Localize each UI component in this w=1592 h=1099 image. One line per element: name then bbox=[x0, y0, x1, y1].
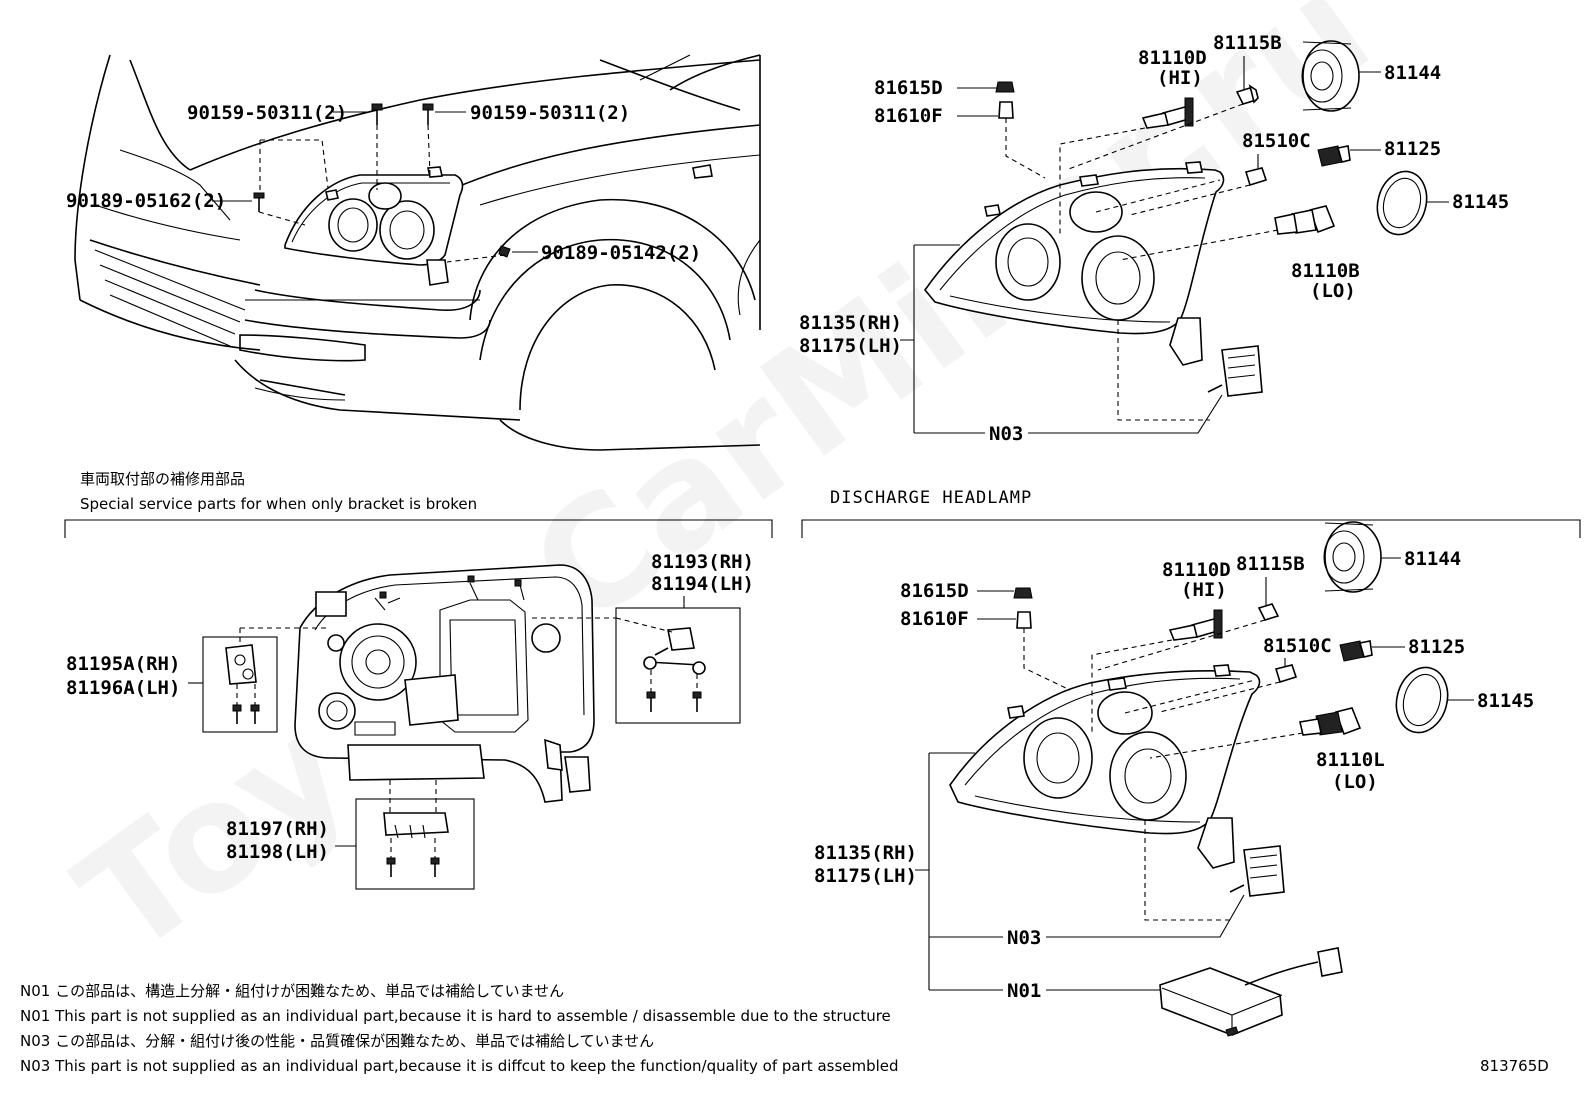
callout-81175-lh-top: 81175(LH) bbox=[799, 335, 902, 357]
callout-lo-top: (LO) bbox=[1310, 280, 1356, 302]
actuator-n03-discharge-icon bbox=[1229, 845, 1285, 897]
note-n01-jp: N01 この部品は、構造上分解・組付けが困難なため、単品では補給していません bbox=[20, 982, 564, 1000]
callout-81510c-discharge: 81510C bbox=[1263, 635, 1332, 657]
bracket-81193-icon bbox=[643, 627, 706, 712]
socket-81125-discharge-icon bbox=[1339, 640, 1373, 662]
bulb-81110d-icon bbox=[1141, 97, 1194, 129]
callout-81610f-top: 81610F bbox=[874, 105, 943, 127]
cover-81145-icon bbox=[1376, 170, 1428, 236]
callout-81195a-rh: 81195A(RH) bbox=[66, 653, 180, 675]
bracket-box-81193 bbox=[615, 607, 741, 724]
callout-81115b-discharge: 81115B bbox=[1236, 553, 1305, 575]
callout-81125-discharge: 81125 bbox=[1408, 636, 1465, 658]
callout-81144-top: 81144 bbox=[1384, 62, 1441, 84]
callout-81198-lh: 81198(LH) bbox=[226, 841, 329, 863]
bracket-box-81197 bbox=[355, 798, 475, 890]
discharge-headlamp-assembly bbox=[949, 521, 1449, 1037]
callout-81194-lh: 81194(LH) bbox=[651, 573, 754, 595]
cover-81145-discharge-icon bbox=[1395, 666, 1449, 734]
bulb-81510c-icon bbox=[1244, 167, 1268, 187]
cap-81144-discharge-icon bbox=[1323, 521, 1382, 593]
note-n03-jp: N03 この部品は、分解・組付け後の性能・品質確保が困難なため、単品では補給して… bbox=[20, 1032, 654, 1050]
socket-81125-icon bbox=[1317, 145, 1351, 167]
bracket-81197-icon bbox=[383, 812, 449, 877]
bulb-81110b-icon bbox=[1274, 205, 1336, 235]
callout-81175-lh-discharge: 81175(LH) bbox=[814, 865, 917, 887]
socket-81115b-discharge-icon bbox=[1257, 603, 1280, 621]
callout-81197-rh: 81197(RH) bbox=[226, 818, 329, 840]
callout-81110d-discharge: 81110D bbox=[1162, 559, 1231, 581]
callout-81135-rh-top: 81135(RH) bbox=[799, 312, 902, 334]
bracket-81195a-icon bbox=[225, 644, 260, 724]
headlamp-rear-view bbox=[294, 564, 595, 803]
callout-81144-discharge: 81144 bbox=[1404, 548, 1461, 570]
bracket-title-jp: 車両取付部の補修用部品 bbox=[80, 470, 245, 488]
callout-81145-top: 81145 bbox=[1452, 191, 1509, 213]
callout-81510c-top: 81510C bbox=[1242, 130, 1311, 152]
callout-90159-50311-right: 90159-50311(2) bbox=[470, 102, 630, 124]
callout-81110l: 81110L bbox=[1316, 749, 1385, 771]
callout-n01: N01 bbox=[1007, 980, 1041, 1002]
callout-90159-50311-left: 90159-50311(2) bbox=[187, 102, 347, 124]
discharge-section-frame bbox=[801, 519, 1581, 538]
callout-81196a-lh: 81196A(LH) bbox=[66, 677, 180, 699]
callout-81135-rh-discharge: 81135(RH) bbox=[814, 842, 917, 864]
callout-hi-discharge: (HI) bbox=[1181, 579, 1227, 601]
cap-81144-icon bbox=[1301, 40, 1360, 112]
bulb-81510c-discharge-icon bbox=[1274, 664, 1298, 684]
callout-81615d-discharge: 81615D bbox=[900, 580, 969, 602]
callout-81115b-top: 81115B bbox=[1213, 32, 1282, 54]
ballast-n01-icon bbox=[1159, 947, 1343, 1037]
car-front-illustration bbox=[74, 54, 761, 451]
bracket-section-frame bbox=[64, 519, 773, 538]
bulb-81110d-discharge-icon bbox=[1168, 609, 1223, 641]
callout-90189-05142: 90189-05142(2) bbox=[541, 242, 701, 264]
callout-81145-discharge: 81145 bbox=[1477, 690, 1534, 712]
callout-81193-rh: 81193(RH) bbox=[651, 551, 754, 573]
callout-n03-top: N03 bbox=[989, 423, 1023, 445]
halogen-headlamp-assembly bbox=[923, 40, 1428, 421]
bracket-title-en: Special service parts for when only brac… bbox=[80, 495, 477, 513]
callout-81610f-discharge: 81610F bbox=[900, 608, 969, 630]
callout-81110b-top: 81110B bbox=[1291, 260, 1360, 282]
bulb-81110l-icon bbox=[1299, 707, 1362, 736]
screw-icon bbox=[253, 103, 511, 258]
diagram-id: 813765D bbox=[1480, 1057, 1549, 1075]
note-n03-en: N03 This part is not supplied as an indi… bbox=[20, 1057, 899, 1075]
callout-81615d-top: 81615D bbox=[874, 77, 943, 99]
note-n01-en: N01 This part is not supplied as an indi… bbox=[20, 1007, 891, 1025]
callout-lo-discharge: (LO) bbox=[1332, 771, 1378, 793]
discharge-title: DISCHARGE HEADLAMP bbox=[830, 488, 1032, 508]
socket-81115b-icon bbox=[1235, 84, 1259, 105]
bulb-81610f-icon bbox=[995, 81, 1015, 119]
actuator-n03-icon bbox=[1207, 345, 1263, 397]
callout-90189-05162: 90189-05162(2) bbox=[66, 190, 226, 212]
callout-81125-top: 81125 bbox=[1384, 138, 1441, 160]
bulb-81610f-discharge-icon bbox=[1013, 587, 1033, 629]
callout-n03-discharge: N03 bbox=[1007, 927, 1041, 949]
callout-81110d-top: 81110D bbox=[1138, 47, 1207, 69]
callout-hi-top: (HI) bbox=[1157, 67, 1203, 89]
